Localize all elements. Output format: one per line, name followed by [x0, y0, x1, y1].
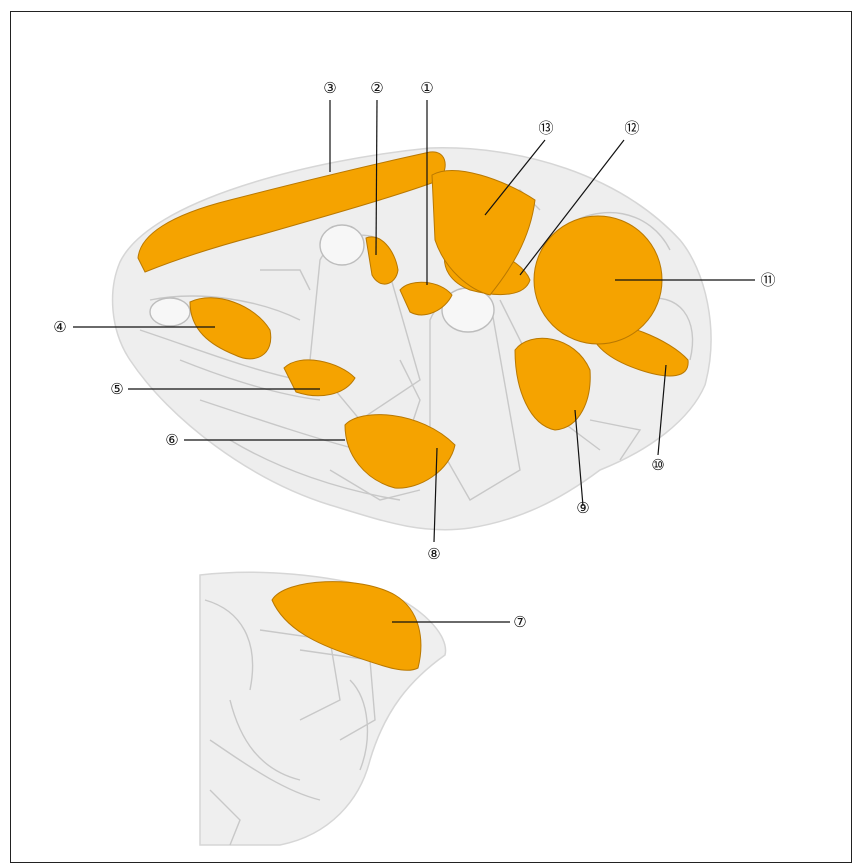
rear-seat-inset: [200, 572, 446, 845]
callout-7: ⑦: [513, 613, 526, 631]
callout-4: ④: [53, 318, 66, 336]
callout-10: ⑩: [651, 456, 664, 474]
callout-6: ⑥: [165, 431, 178, 449]
callout-11: ⑪: [760, 271, 775, 289]
callout-12: ⑫: [624, 119, 639, 137]
callout-5: ⑤: [110, 380, 123, 398]
callout-9: ⑨: [576, 499, 589, 517]
callout-1: ①: [420, 79, 433, 97]
callout-2: ②: [370, 79, 383, 97]
callout-13: ⑬: [538, 119, 553, 137]
callout-3: ③: [323, 79, 336, 97]
callout-8: ⑧: [427, 545, 440, 563]
